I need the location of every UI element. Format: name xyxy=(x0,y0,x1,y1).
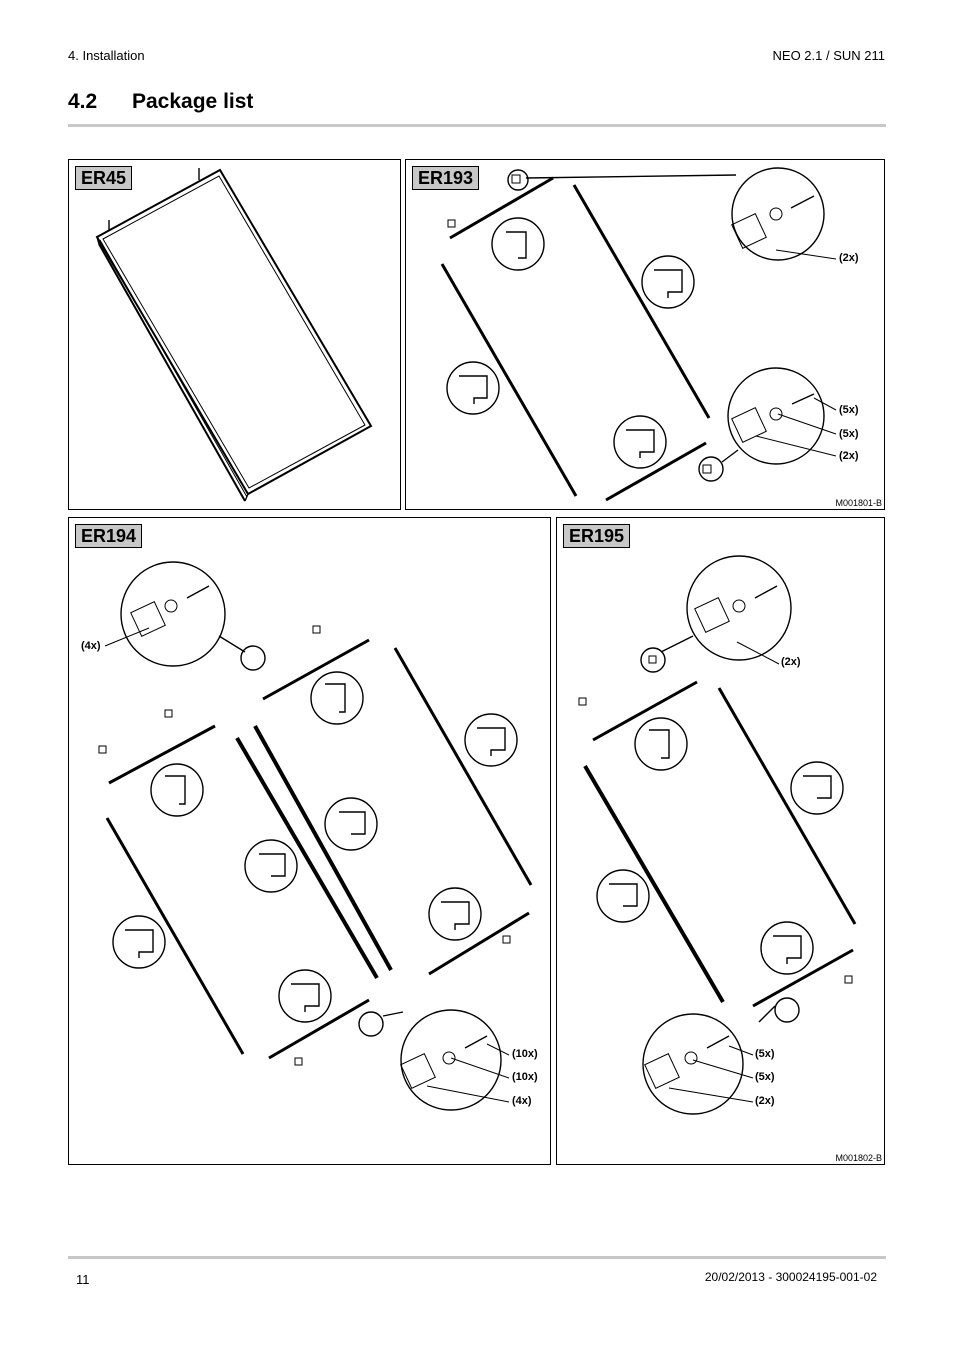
panel-label-er193: ER193 xyxy=(412,166,480,190)
qty-label: (2x) xyxy=(781,656,801,668)
document-reference: 20/02/2013 - 300024195-001-02 xyxy=(704,1270,877,1284)
panel-label-er195: ER195 xyxy=(563,524,631,548)
qty-label: (5x) xyxy=(755,1048,775,1060)
header-product: NEO 2.1 / SUN 211 xyxy=(772,48,885,63)
panel-er193: ER193 (2x) (5x) (5x) (2x) M001801-B xyxy=(405,159,885,510)
panel-label-er194: ER194 xyxy=(75,524,143,548)
qty-label: (5x) xyxy=(839,404,859,416)
panel-er45: ER45 xyxy=(68,159,401,510)
qty-label: (2x) xyxy=(755,1095,775,1107)
qty-label: (10x) xyxy=(512,1071,538,1083)
footer-rule xyxy=(68,1256,886,1259)
er195-rails-illustration xyxy=(578,555,857,1115)
panel-er195: ER195 (2x) (5x) (5x) (2x) M001802-B xyxy=(556,517,885,1165)
qty-label: (4x) xyxy=(81,640,101,652)
qty-label: (4x) xyxy=(512,1095,532,1107)
page-number: 11 xyxy=(76,1272,90,1287)
er193-rails-illustration xyxy=(440,167,837,502)
qty-label: (5x) xyxy=(839,428,859,440)
section-title-text: Package list xyxy=(132,90,254,113)
collector-panel-illustration xyxy=(95,168,373,502)
qty-label: (5x) xyxy=(755,1071,775,1083)
er194-rails-illustration xyxy=(98,561,533,1111)
section-number: 4.2 xyxy=(68,90,98,113)
header-section: 4. Installation xyxy=(68,48,145,63)
qty-label: (10x) xyxy=(512,1048,538,1060)
page-title: 4.2 Package list xyxy=(68,90,253,114)
panel-label-er45: ER45 xyxy=(75,166,133,190)
figure-reference: M001802-B xyxy=(835,1153,882,1163)
title-rule xyxy=(68,124,886,127)
figure-reference: M001801-B xyxy=(835,498,882,508)
qty-label: (2x) xyxy=(839,450,859,462)
panel-er194: ER194 (4x) (10x) (10x) (4x) xyxy=(68,517,551,1165)
qty-label: (2x) xyxy=(839,252,859,264)
